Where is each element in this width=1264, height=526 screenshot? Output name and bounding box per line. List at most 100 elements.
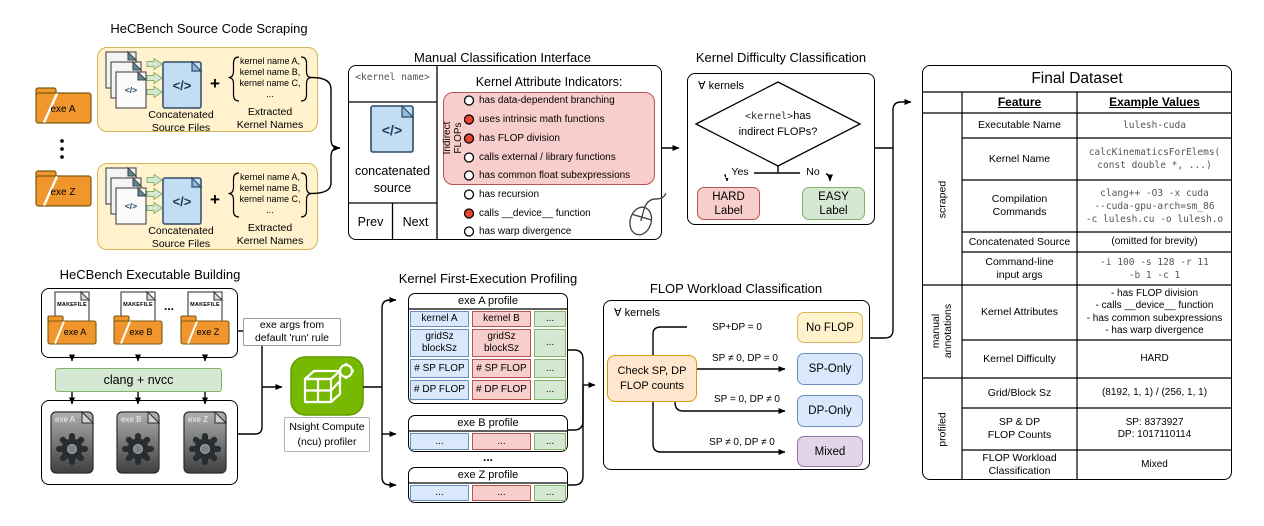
profile-cell: ...	[534, 485, 566, 501]
cell-text: gridSz blockSz	[421, 331, 457, 354]
profile-cell: ...	[534, 380, 566, 400]
no-branch-label: No	[800, 165, 826, 178]
no-flop-chip: No FLOP	[797, 312, 863, 343]
indicator-label: has common float subexpressions	[479, 170, 631, 181]
chip-text: No FLOP	[806, 321, 854, 334]
profiles-to-flop-arrow	[568, 349, 596, 486]
indicator-label: has FLOP division	[479, 133, 560, 144]
group-label-profiled: profiled	[936, 412, 948, 447]
concatenated-source-files-label: Concatenated Source Files	[148, 108, 214, 134]
profiling-title: Kernel First-Execution Profiling	[398, 270, 578, 286]
easy-label-text: EASY Label	[818, 190, 849, 217]
profile-cell: gridSz blockSz	[472, 329, 531, 357]
cell-text: ...	[545, 362, 555, 374]
profile-cell: ...	[534, 329, 566, 357]
feature-cell: Command-line input args	[985, 255, 1054, 281]
question-rest: has	[793, 110, 811, 122]
folder-label: exe B	[129, 327, 153, 337]
cell-text: kernel A	[421, 313, 458, 324]
building-title: HeCBench Executable Building	[59, 266, 241, 282]
feature-cell: Kernel Difficulty	[983, 352, 1056, 365]
cell-text: ...	[545, 435, 555, 447]
executable-label: exe A	[55, 414, 76, 424]
profile-cell: ...	[472, 485, 531, 501]
profile-cell: ...	[534, 359, 566, 378]
vertical-ellipsis-icon	[60, 139, 64, 159]
profile-cell: # SP FLOP	[472, 359, 531, 378]
feature-cell: Compilation Commands	[991, 193, 1048, 218]
ellipsis: ...	[482, 449, 493, 464]
indirect-flops-group-label: Indirect FLOPs	[442, 121, 464, 155]
profiler-label-text: Nsight Compute (ncu) profiler	[289, 420, 365, 448]
profile-cell: # DP FLOP	[472, 380, 531, 400]
nsight-compute-icon	[290, 356, 364, 416]
cell-text: # DP FLOP	[476, 384, 527, 395]
feature-cell: Concatenated Source	[968, 235, 1071, 248]
check-flop-text: Check SP, DP FLOP counts	[617, 365, 687, 392]
profile-cell: kernel A	[410, 311, 469, 327]
profile-cell: ...	[472, 433, 531, 450]
feature-cell: Executable Name	[978, 119, 1061, 131]
branch-condition: SP ≠ 0, DP = 0	[712, 353, 778, 364]
code-glyph: </>	[172, 193, 192, 209]
value-cell: HARD	[1140, 352, 1169, 364]
makefile-label: MAKEFILE	[190, 301, 220, 308]
exe-args-note-text: exe args from default 'run' rule	[254, 319, 330, 344]
group-label-scraped: scraped	[936, 180, 948, 219]
flop-title: FLOP Workload Classification	[649, 280, 823, 296]
indicator-label: has data-dependent branching	[479, 95, 615, 106]
executable-label: exe B	[121, 414, 142, 424]
cell-text: # DP FLOP	[414, 384, 465, 395]
extracted-kernel-names-label: Extracted Kernel Names	[236, 105, 304, 131]
indicator-label: uses intrinsic math functions	[479, 114, 605, 125]
cell-text: ...	[497, 487, 506, 498]
decision-question-line1: <kernel> has	[698, 109, 858, 123]
mixed-chip: Mixed	[797, 436, 863, 467]
exe-args-note-box: exe args from default 'run' rule	[243, 318, 341, 346]
exe-a-profile-title: exe A profile	[458, 295, 518, 307]
value-cell: lulesh-cuda	[1123, 120, 1186, 131]
decision-question-line2: indirect FLOPs?	[738, 126, 818, 138]
mci-title: Manual Classification Interface	[413, 49, 592, 65]
scraping-title: HeCBench Source Code Scraping	[110, 20, 308, 36]
feature-cell: Kernel Attributes	[980, 306, 1059, 318]
folder-label: exe A	[50, 104, 76, 115]
to-final-dataset-arrow	[870, 99, 912, 339]
branch-condition: SP = 0, DP ≠ 0	[714, 394, 780, 405]
profiler-to-profiles-arrows	[363, 297, 397, 488]
code-glyph: </>	[124, 85, 138, 95]
forall-kernels-label: ∀ kernels	[698, 79, 745, 92]
value-cell: Mixed	[1141, 458, 1168, 470]
cell-text: # SP FLOP	[414, 362, 465, 374]
feature-cell: Grid/Block Sz	[987, 386, 1052, 399]
cell-text: ...	[545, 313, 555, 324]
compiler-text: clang + nvcc	[103, 373, 174, 387]
makefile-label: MAKEFILE	[57, 301, 87, 308]
concatenated-source-files-label: Concatenated Source Files	[148, 224, 214, 250]
profiler-label-box: Nsight Compute (ncu) profiler	[284, 417, 370, 452]
next-button[interactable]: Next	[402, 215, 429, 229]
chip-text: Mixed	[814, 445, 846, 458]
cell-text: # SP FLOP	[476, 362, 527, 374]
profile-cell: kernel B	[472, 311, 531, 327]
ellipsis: ...	[163, 299, 174, 313]
cell-text: ...	[435, 487, 444, 498]
example-values-header: Example Values	[1109, 95, 1200, 109]
hard-label-text: HARD Label	[712, 190, 745, 217]
kernel-name-placeholder: <kernel name>	[355, 72, 430, 83]
yes-branch-label: Yes	[726, 165, 754, 178]
feature-cell: SP & DP FLOP Counts	[987, 416, 1052, 441]
cell-text: ...	[435, 435, 444, 447]
executable-label: exe Z	[188, 414, 209, 424]
folder-label: exe Z	[196, 327, 220, 337]
plus-sign: +	[210, 190, 220, 209]
profile-cell: ...	[410, 485, 469, 501]
profile-cell: gridSz blockSz	[410, 329, 469, 357]
code-glyph: </>	[172, 77, 192, 93]
prev-button[interactable]: Prev	[357, 215, 384, 229]
check-flop-box: Check SP, DP FLOP counts	[607, 355, 697, 402]
exe-z-profile-title: exe Z profile	[457, 469, 519, 481]
branch-condition: SP+DP = 0	[687, 320, 787, 334]
profile-cell: # SP FLOP	[410, 359, 469, 378]
indicator-label: calls external / library functions	[479, 152, 616, 163]
